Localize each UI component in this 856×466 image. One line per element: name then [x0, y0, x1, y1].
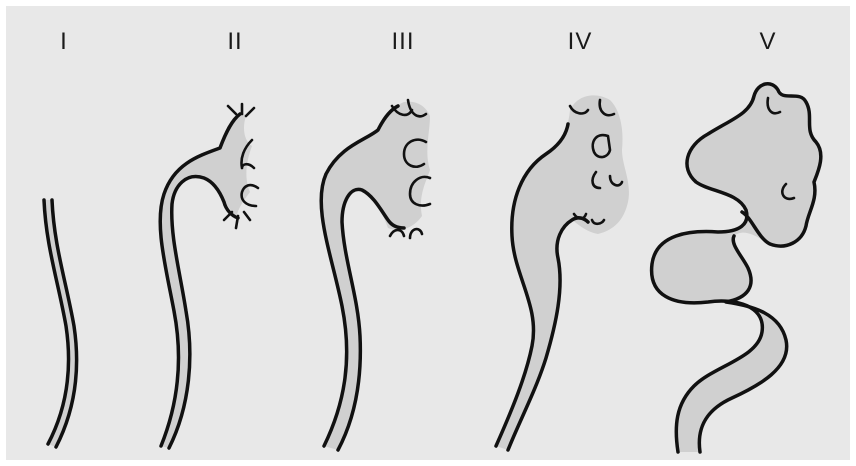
grade-1-drawing — [44, 200, 77, 447]
hydronephrosis-grades-figure: I II III IV V — [6, 6, 850, 460]
grade-2-drawing — [160, 104, 258, 448]
grade-3-drawing — [321, 100, 430, 450]
drawings-canvas — [6, 6, 850, 460]
grade-5-drawing — [652, 84, 821, 452]
grade-4-drawing — [496, 95, 629, 450]
